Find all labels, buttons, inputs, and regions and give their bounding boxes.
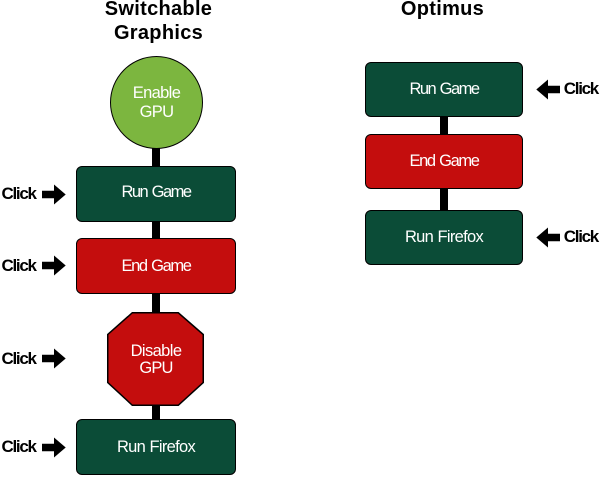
svg-text:GPU: GPU: [139, 358, 172, 376]
svg-text:Disable: Disable: [131, 341, 182, 359]
